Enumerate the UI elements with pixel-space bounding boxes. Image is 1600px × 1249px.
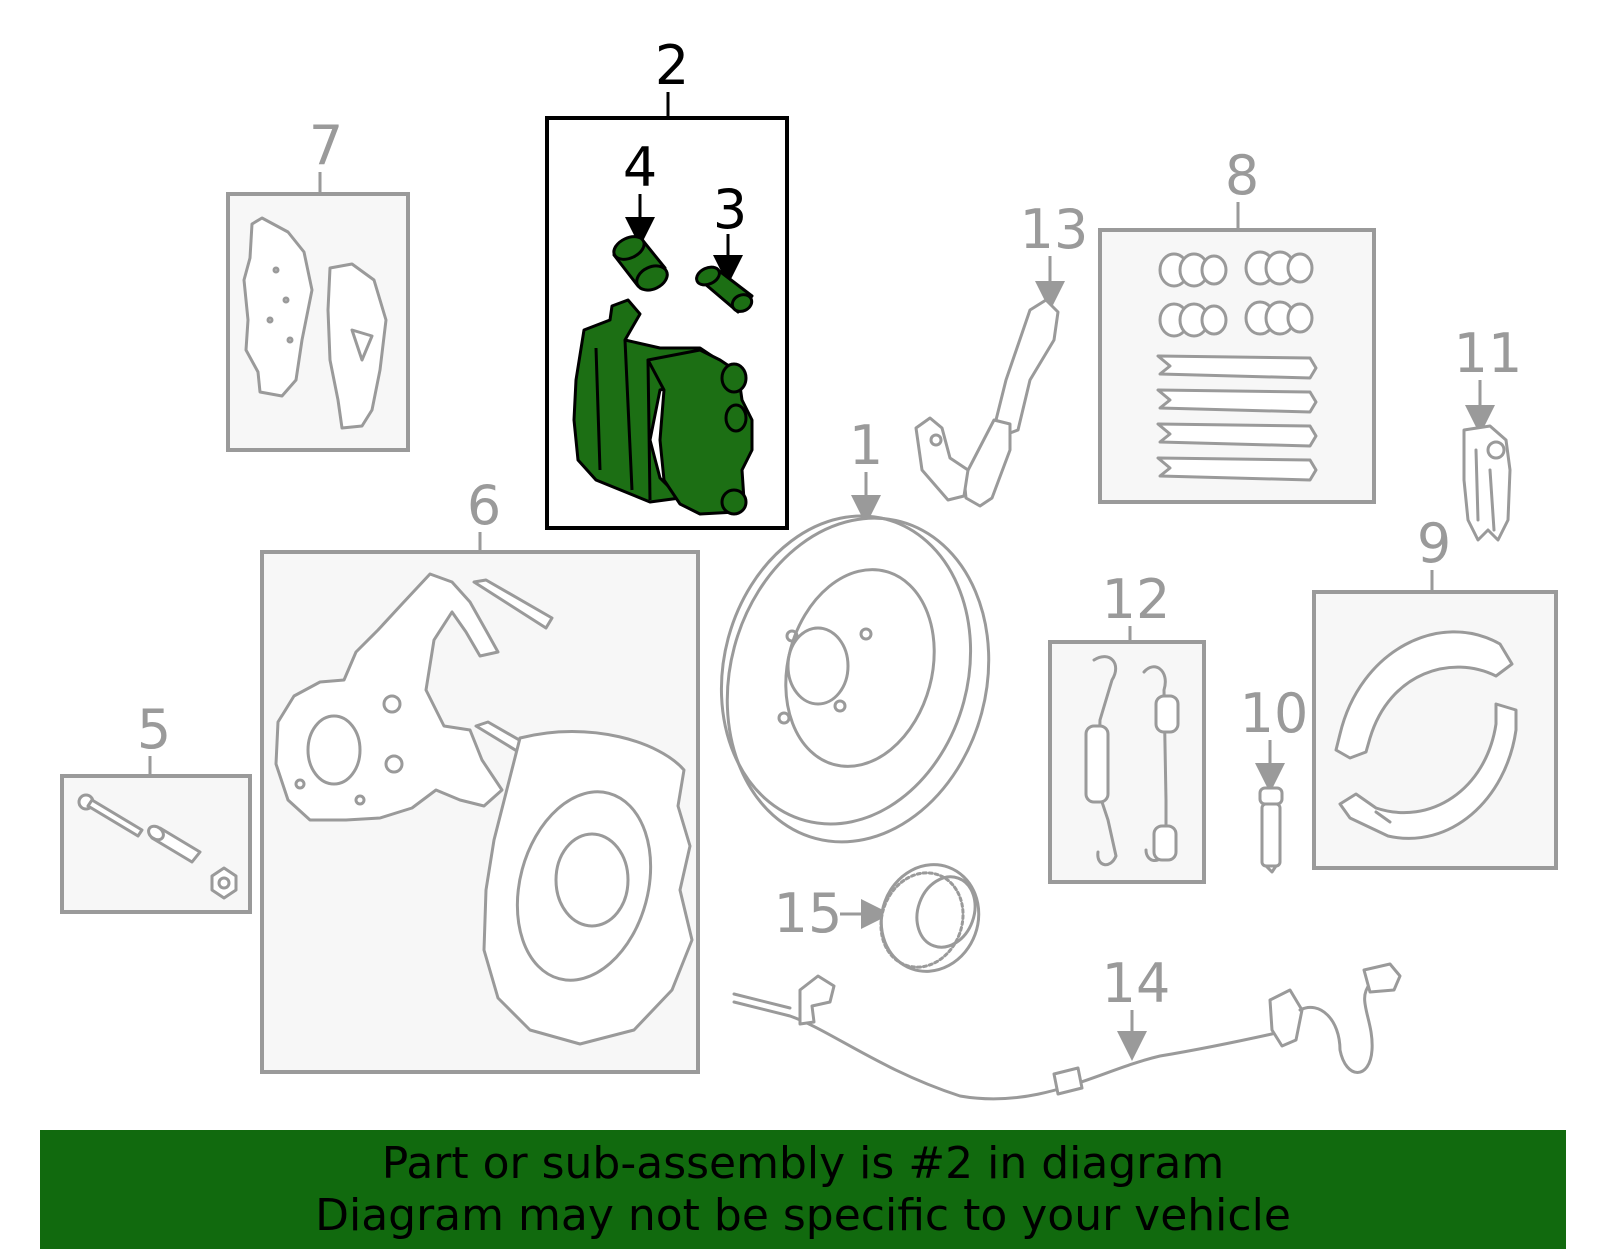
- tone-ring-part-15[interactable]: [866, 851, 993, 985]
- kit-bushing-2: [1244, 250, 1314, 286]
- callout-1: 1: [849, 414, 883, 477]
- brake-pads-group[interactable]: 7: [226, 114, 410, 452]
- info-banner: Part or sub-assembly is #2 in diagram Di…: [40, 1130, 1566, 1249]
- callout-13: 13: [1020, 198, 1089, 261]
- callout-11: 11: [1454, 322, 1523, 385]
- brake-hose-group[interactable]: 13: [914, 198, 1089, 508]
- clip-part-11[interactable]: [1462, 424, 1512, 542]
- kit-bushing-1: [1158, 252, 1228, 288]
- callout-9: 9: [1417, 512, 1451, 575]
- brake-rotor-part-1[interactable]: [688, 488, 1024, 872]
- hardware-kit-group[interactable]: 8: [1098, 144, 1376, 504]
- kit-bushing-3: [1158, 302, 1228, 338]
- dust-shield: [482, 730, 694, 1046]
- backing-plate-part-6[interactable]: [274, 572, 694, 1046]
- callout-7: 7: [309, 114, 343, 177]
- kit-clip-2: [1156, 388, 1318, 414]
- caliper-bushing-part-4[interactable]: [610, 232, 671, 295]
- tone-ring-group[interactable]: 15: [774, 851, 994, 985]
- banner-line-2: Diagram may not be specific to your vehi…: [315, 1190, 1291, 1241]
- callout-5: 5: [137, 698, 171, 761]
- brake-rotor-group[interactable]: 1: [688, 414, 1024, 872]
- brake-shoes-part-9[interactable]: [1334, 630, 1518, 840]
- backing-plate-group[interactable]: 6: [260, 474, 700, 1074]
- abs-sensor-part-14[interactable]: [732, 962, 1402, 1101]
- callout-15: 15: [774, 882, 843, 945]
- bolt-kit-part-5[interactable]: [77, 793, 238, 900]
- callout-10: 10: [1240, 682, 1309, 745]
- callout-2: 2: [655, 34, 689, 97]
- callout-4: 4: [623, 136, 657, 199]
- springs-box: [1048, 640, 1206, 884]
- brake-pad-part-7[interactable]: [242, 216, 388, 430]
- bolt-kit-group[interactable]: 5: [60, 698, 252, 914]
- callout-14: 14: [1102, 952, 1171, 1015]
- callout-3: 3: [713, 178, 747, 241]
- banner-line-1: Part or sub-assembly is #2 in diagram: [381, 1138, 1225, 1189]
- kit-clip-1: [1156, 354, 1318, 380]
- spring-part-12[interactable]: [1084, 655, 1180, 867]
- callout-12: 12: [1102, 568, 1171, 631]
- abs-sensor-group[interactable]: 14: [732, 952, 1402, 1101]
- kit-clip-4: [1156, 456, 1318, 482]
- brake-shoes-group[interactable]: 9: [1312, 512, 1558, 870]
- clip-group[interactable]: 11: [1454, 322, 1523, 542]
- kit-bushing-4: [1244, 300, 1314, 336]
- caliper-guide-pin-part-3[interactable]: [694, 264, 755, 315]
- callout-6: 6: [467, 474, 501, 537]
- adjuster-part-10[interactable]: [1258, 786, 1284, 874]
- brake-caliper-part-2[interactable]: [572, 298, 754, 516]
- plate-clip-upper: [472, 578, 554, 630]
- callout-8: 8: [1225, 144, 1259, 207]
- caliper-assembly-group[interactable]: 2 4 3: [545, 34, 789, 530]
- adjuster-group[interactable]: 10: [1240, 682, 1309, 874]
- hardware-kit-part-8[interactable]: [1156, 250, 1318, 482]
- springs-group[interactable]: 12: [1048, 568, 1206, 884]
- brake-hose-part-13[interactable]: [914, 298, 1060, 508]
- kit-clip-3: [1156, 422, 1318, 448]
